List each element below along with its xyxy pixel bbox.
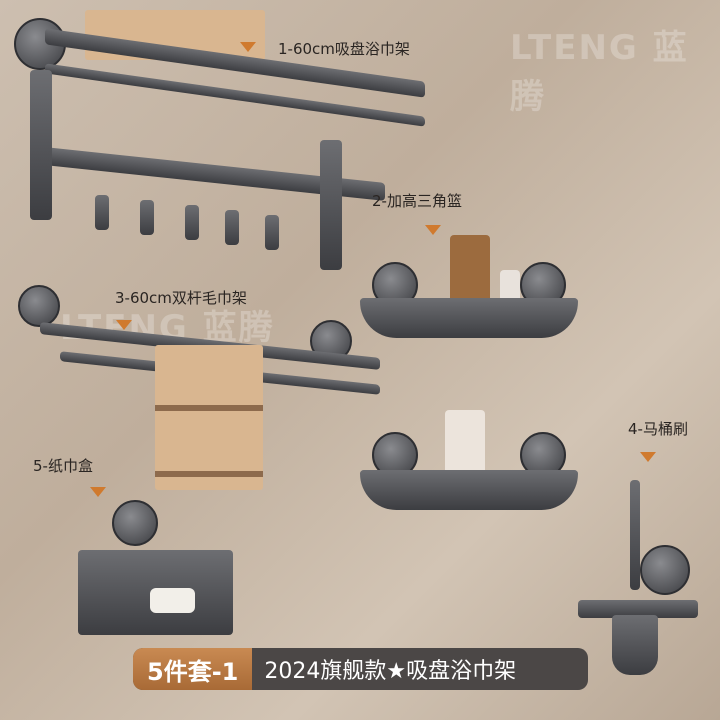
pointer-icon [425,225,441,235]
tissue [150,588,195,613]
item3-label: 3-60cm双杆毛巾架 [115,289,247,307]
pointer-icon [240,42,256,52]
brush-handle [630,480,640,590]
pointer-icon [640,452,656,462]
bottle [450,235,490,305]
bottle [445,410,485,480]
item4-label: 4-马桶刷 [628,420,688,438]
bracket [30,70,52,220]
watermark: LTENG 蓝腾 [510,28,689,117]
hook [140,200,154,235]
hanging-towel [155,345,263,490]
pointer-icon [90,487,106,497]
brush-holder [578,600,698,618]
hook [185,205,199,240]
pointer-icon [116,320,132,330]
suction-cup [640,545,690,595]
item1-label: 1-60cm吸盘浴巾架 [278,40,410,58]
hook [225,210,239,245]
title-banner: 5件套-1 2024旗舰款★吸盘浴巾架 [133,648,588,690]
product-title: 2024旗舰款★吸盘浴巾架 [264,659,517,684]
suction-cup [18,285,60,327]
brush-cup [612,615,658,675]
bottle [500,270,520,305]
suction-cup [112,500,158,546]
bracket [320,140,342,270]
bundle-tag: 5件套-1 [133,648,253,690]
corner-basket [360,470,578,510]
item2-label: 2-加高三角篮 [372,192,462,210]
item5-label: 5-纸巾盒 [33,457,93,475]
hook [265,215,279,250]
hook [95,195,109,230]
corner-basket [360,298,578,338]
